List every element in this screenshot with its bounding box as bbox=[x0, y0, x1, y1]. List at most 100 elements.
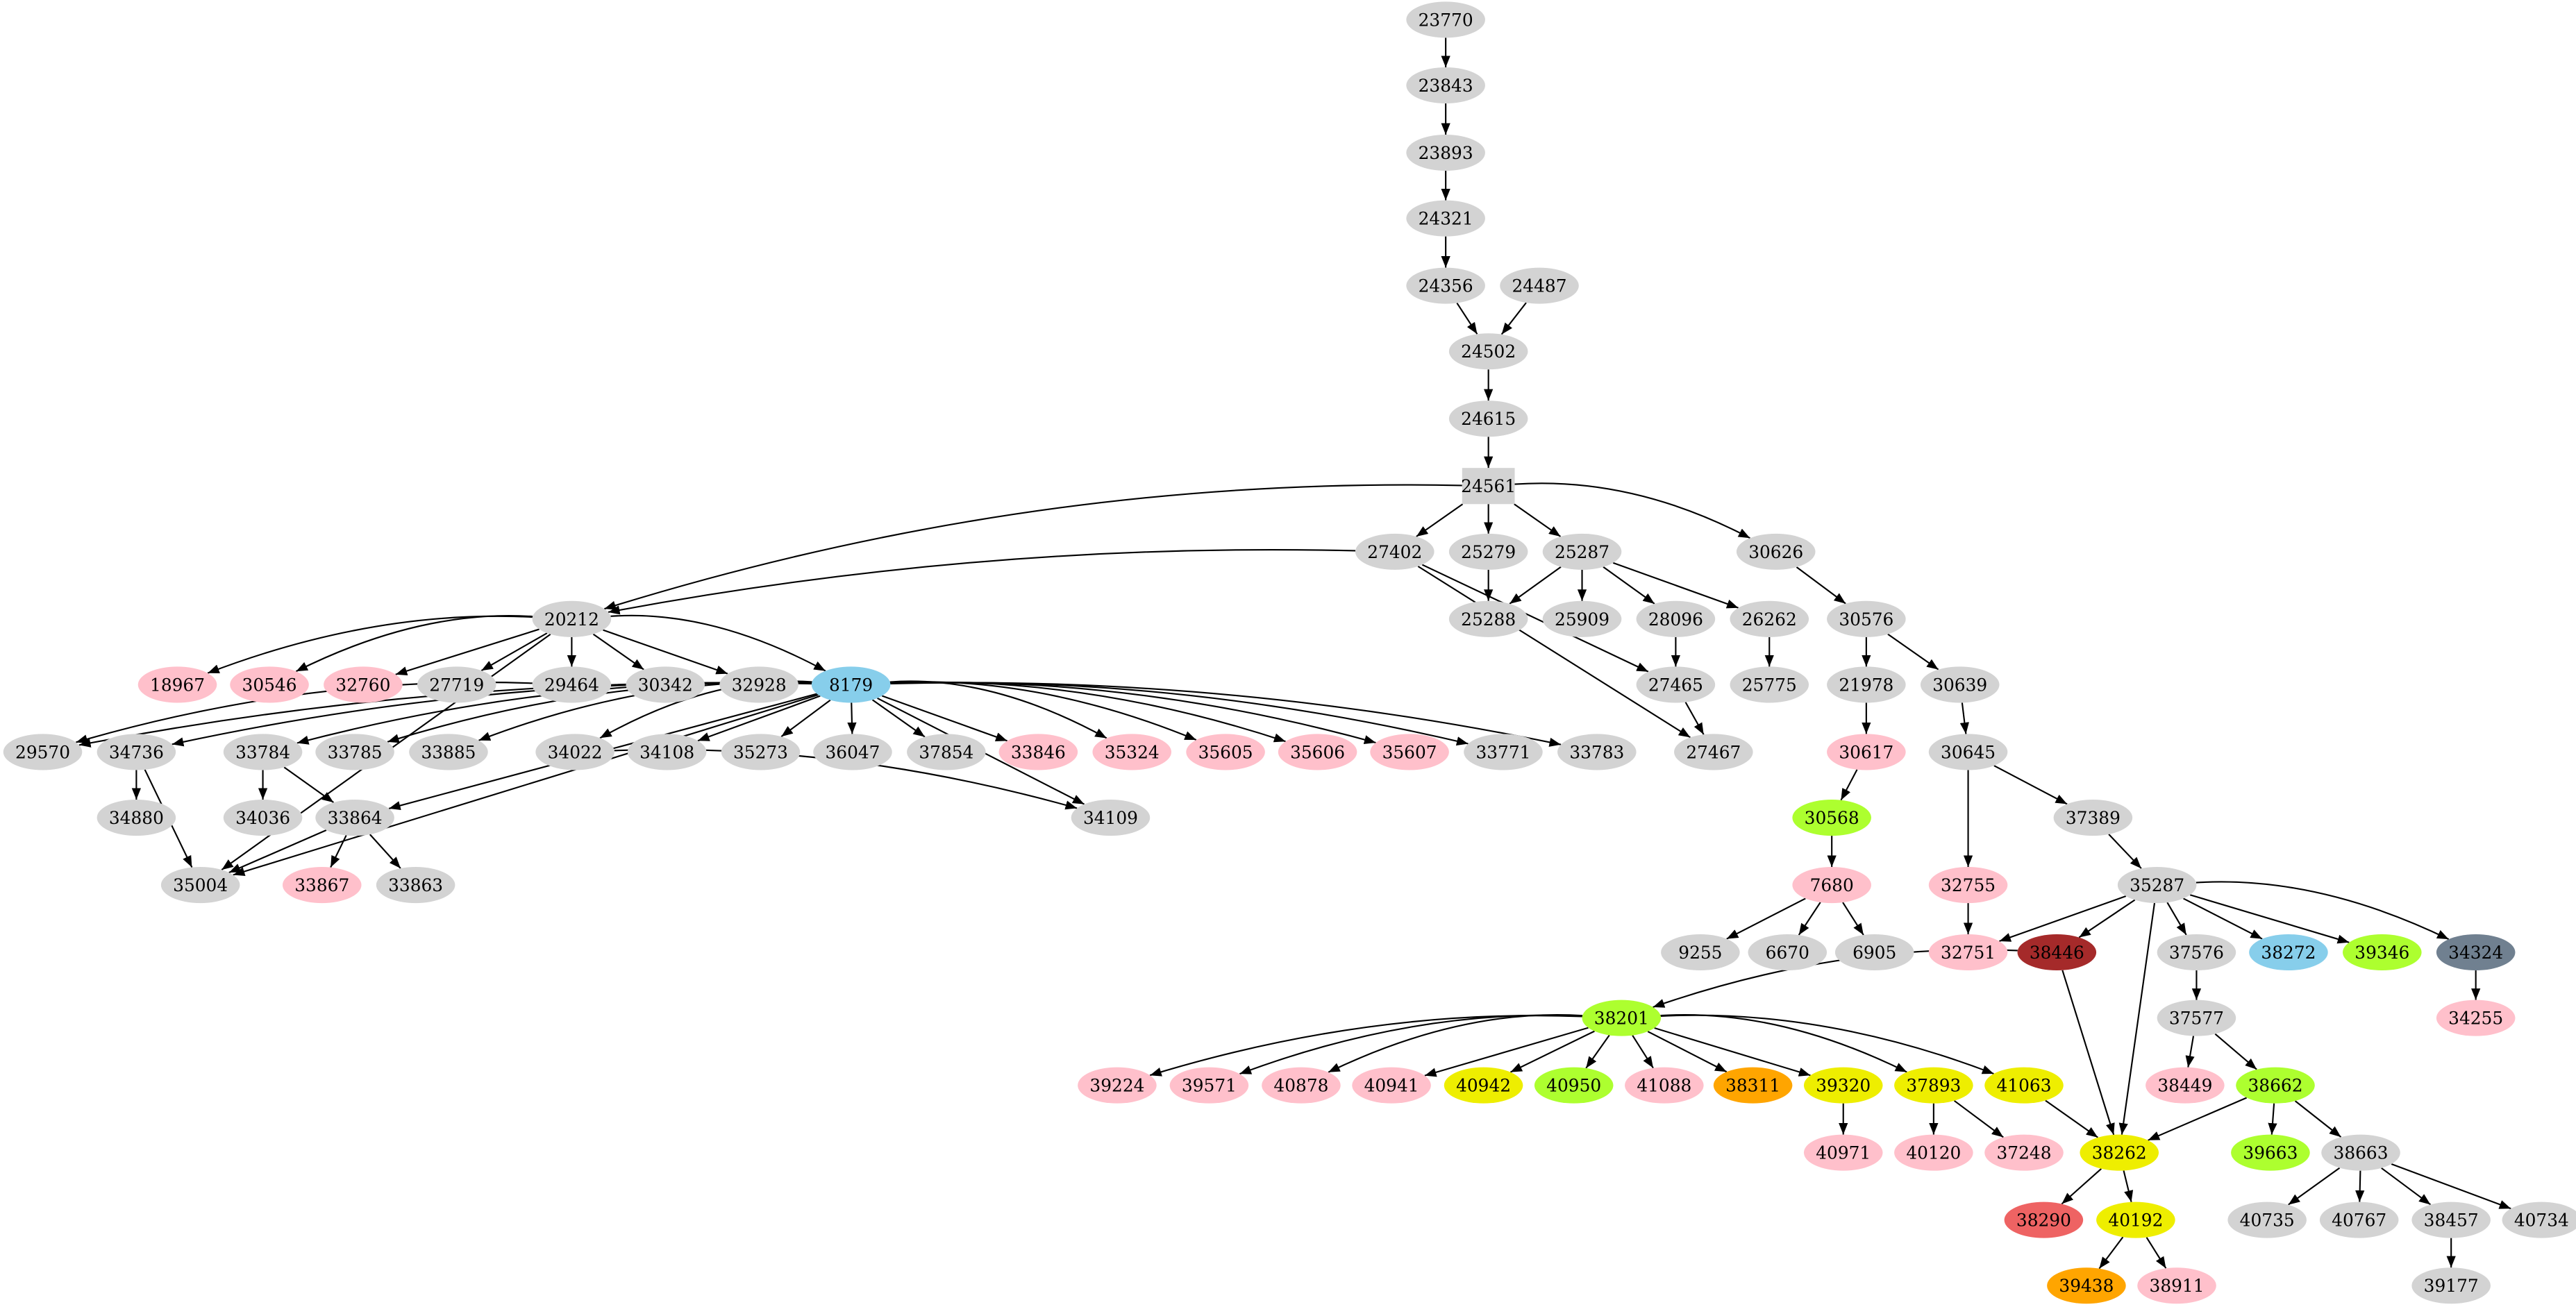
node-33771[interactable]: 33771 bbox=[1464, 734, 1543, 770]
node-30576[interactable]: 30576 bbox=[1827, 600, 1906, 637]
node-26262[interactable]: 26262 bbox=[1730, 600, 1809, 637]
node-37854[interactable]: 37854 bbox=[907, 734, 986, 770]
node-27467[interactable]: 27467 bbox=[1674, 734, 1753, 770]
node-33867[interactable]: 33867 bbox=[282, 867, 362, 904]
node-29570[interactable]: 29570 bbox=[3, 734, 83, 770]
node-35273[interactable]: 35273 bbox=[721, 734, 801, 770]
node-21978[interactable]: 21978 bbox=[1827, 666, 1906, 703]
node-8179[interactable]: 8179 bbox=[811, 666, 891, 703]
node-38311[interactable]: 38311 bbox=[1713, 1067, 1793, 1104]
node-34255[interactable]: 34255 bbox=[2436, 1000, 2516, 1036]
node-40878[interactable]: 40878 bbox=[1262, 1067, 1341, 1104]
node-34036[interactable]: 34036 bbox=[223, 800, 303, 836]
node-37577[interactable]: 37577 bbox=[2157, 1000, 2236, 1036]
node-39438[interactable]: 39438 bbox=[2047, 1267, 2126, 1304]
node-9255[interactable]: 9255 bbox=[1661, 934, 1740, 971]
node-27719[interactable]: 27719 bbox=[417, 666, 496, 703]
node-35324[interactable]: 35324 bbox=[1092, 734, 1172, 770]
node-34324[interactable]: 34324 bbox=[2436, 934, 2516, 971]
node-33846[interactable]: 33846 bbox=[998, 734, 1078, 770]
node-39224[interactable]: 39224 bbox=[1078, 1067, 1157, 1104]
node-33783[interactable]: 33783 bbox=[1557, 734, 1637, 770]
node-35605[interactable]: 35605 bbox=[1186, 734, 1265, 770]
node-38662[interactable]: 38662 bbox=[2236, 1067, 2315, 1104]
node-24561[interactable]: 24561 bbox=[1461, 468, 1516, 505]
node-33863[interactable]: 33863 bbox=[376, 867, 455, 904]
node-20212[interactable]: 20212 bbox=[532, 600, 612, 637]
node-39177[interactable]: 39177 bbox=[2411, 1267, 2491, 1304]
node-41063[interactable]: 41063 bbox=[1984, 1067, 2064, 1104]
node-37389[interactable]: 37389 bbox=[2053, 800, 2133, 836]
node-29464[interactable]: 29464 bbox=[532, 666, 612, 703]
node-38446[interactable]: 38446 bbox=[2017, 934, 2097, 971]
node-40767[interactable]: 40767 bbox=[2319, 1201, 2399, 1238]
node-39663[interactable]: 39663 bbox=[2231, 1134, 2310, 1171]
node-39571[interactable]: 39571 bbox=[1169, 1067, 1249, 1104]
node-27465[interactable]: 27465 bbox=[1636, 666, 1716, 703]
node-24356[interactable]: 24356 bbox=[1406, 267, 1485, 304]
node-37576[interactable]: 37576 bbox=[2157, 934, 2236, 971]
node-18967[interactable]: 18967 bbox=[137, 666, 217, 703]
node-38663[interactable]: 38663 bbox=[2321, 1134, 2400, 1171]
node-25775[interactable]: 25775 bbox=[1730, 666, 1809, 703]
node-35004[interactable]: 35004 bbox=[160, 867, 240, 904]
node-25287[interactable]: 25287 bbox=[1542, 533, 1622, 570]
node-34736[interactable]: 34736 bbox=[97, 734, 176, 770]
node-40735[interactable]: 40735 bbox=[2227, 1201, 2307, 1238]
node-38272[interactable]: 38272 bbox=[2249, 934, 2328, 971]
node-23770[interactable]: 23770 bbox=[1406, 1, 1485, 38]
node-40734[interactable]: 40734 bbox=[2502, 1201, 2576, 1238]
node-33785[interactable]: 33785 bbox=[315, 734, 394, 770]
node-34109[interactable]: 34109 bbox=[1071, 800, 1151, 836]
node-30342[interactable]: 30342 bbox=[626, 666, 705, 703]
node-32928[interactable]: 32928 bbox=[719, 666, 798, 703]
node-24502[interactable]: 24502 bbox=[1448, 333, 1528, 370]
node-40941[interactable]: 40941 bbox=[1352, 1067, 1431, 1104]
node-34108[interactable]: 34108 bbox=[627, 734, 707, 770]
node-41088[interactable]: 41088 bbox=[1625, 1067, 1704, 1104]
node-37248[interactable]: 37248 bbox=[1984, 1134, 2064, 1171]
node-34022[interactable]: 34022 bbox=[535, 734, 614, 770]
node-27402[interactable]: 27402 bbox=[1355, 533, 1435, 570]
node-40120[interactable]: 40120 bbox=[1894, 1134, 1973, 1171]
node-30626[interactable]: 30626 bbox=[1736, 533, 1816, 570]
node-33885[interactable]: 33885 bbox=[409, 734, 488, 770]
node-40192[interactable]: 40192 bbox=[2096, 1201, 2175, 1238]
node-35287[interactable]: 35287 bbox=[2117, 867, 2197, 904]
node-38449[interactable]: 38449 bbox=[2146, 1067, 2225, 1104]
node-39346[interactable]: 39346 bbox=[2343, 934, 2422, 971]
node-40942[interactable]: 40942 bbox=[1444, 1067, 1523, 1104]
node-32760[interactable]: 32760 bbox=[324, 666, 403, 703]
node-7680[interactable]: 7680 bbox=[1792, 867, 1871, 904]
node-24321[interactable]: 24321 bbox=[1406, 200, 1485, 237]
node-38201[interactable]: 38201 bbox=[1582, 1000, 1662, 1036]
node-32751[interactable]: 32751 bbox=[1928, 934, 2008, 971]
node-35607[interactable]: 35607 bbox=[1370, 734, 1449, 770]
node-34880[interactable]: 34880 bbox=[97, 800, 176, 836]
node-36047[interactable]: 36047 bbox=[813, 734, 892, 770]
node-6670[interactable]: 6670 bbox=[1748, 934, 1828, 971]
node-40950[interactable]: 40950 bbox=[1534, 1067, 1614, 1104]
node-35606[interactable]: 35606 bbox=[1278, 734, 1357, 770]
node-25909[interactable]: 25909 bbox=[1542, 600, 1622, 637]
node-30645[interactable]: 30645 bbox=[1928, 734, 2008, 770]
node-38262[interactable]: 38262 bbox=[2080, 1134, 2159, 1171]
node-40971[interactable]: 40971 bbox=[1803, 1134, 1883, 1171]
node-28096[interactable]: 28096 bbox=[1636, 600, 1716, 637]
node-33784[interactable]: 33784 bbox=[223, 734, 303, 770]
node-23843[interactable]: 23843 bbox=[1406, 67, 1485, 104]
node-38911[interactable]: 38911 bbox=[2137, 1267, 2216, 1304]
node-30568[interactable]: 30568 bbox=[1792, 800, 1871, 836]
node-37893[interactable]: 37893 bbox=[1894, 1067, 1973, 1104]
node-32755[interactable]: 32755 bbox=[1928, 867, 2008, 904]
node-25279[interactable]: 25279 bbox=[1448, 533, 1528, 570]
node-30546[interactable]: 30546 bbox=[230, 666, 309, 703]
node-30639[interactable]: 30639 bbox=[1920, 666, 2000, 703]
node-39320[interactable]: 39320 bbox=[1803, 1067, 1883, 1104]
node-6905[interactable]: 6905 bbox=[1834, 934, 1914, 971]
node-24615[interactable]: 24615 bbox=[1448, 400, 1528, 437]
node-33864[interactable]: 33864 bbox=[315, 800, 394, 836]
node-30617[interactable]: 30617 bbox=[1827, 734, 1906, 770]
node-24487[interactable]: 24487 bbox=[1500, 267, 1579, 304]
node-25288[interactable]: 25288 bbox=[1448, 600, 1528, 637]
